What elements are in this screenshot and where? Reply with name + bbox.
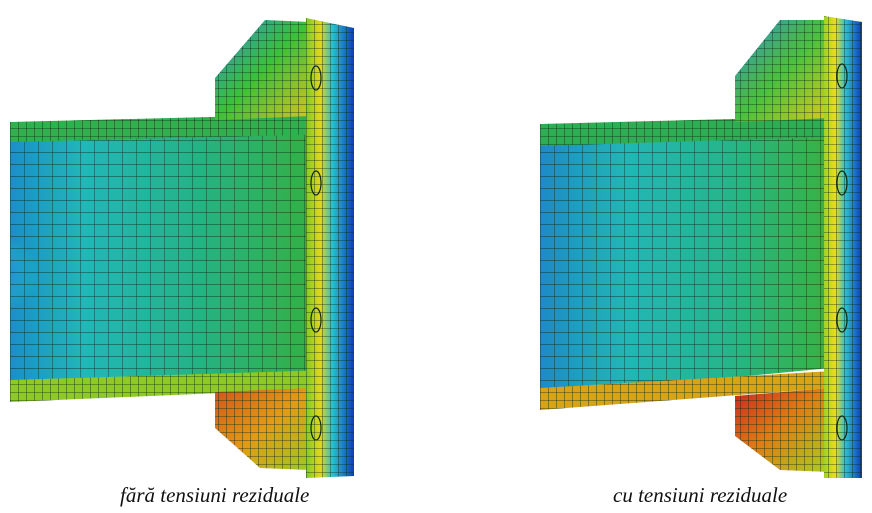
contour-plot-left	[10, 18, 354, 478]
fe-model-right	[540, 8, 862, 485]
bolt-hole-1	[836, 63, 848, 89]
bolt-hole-1	[310, 65, 322, 91]
caption-right: cu tensiuni reziduale	[613, 483, 788, 507]
fe-model-left	[10, 8, 356, 485]
bolt-hole-2	[836, 170, 848, 196]
bolt-hole-2	[310, 170, 322, 196]
contour-plot-right	[540, 16, 862, 478]
bolt-hole-4	[836, 415, 848, 441]
bolt-hole-3	[836, 307, 848, 333]
bolt-hole-3	[310, 307, 322, 333]
bolt-hole-4	[310, 415, 322, 441]
caption-left: fără tensiuni reziduale	[120, 483, 310, 507]
